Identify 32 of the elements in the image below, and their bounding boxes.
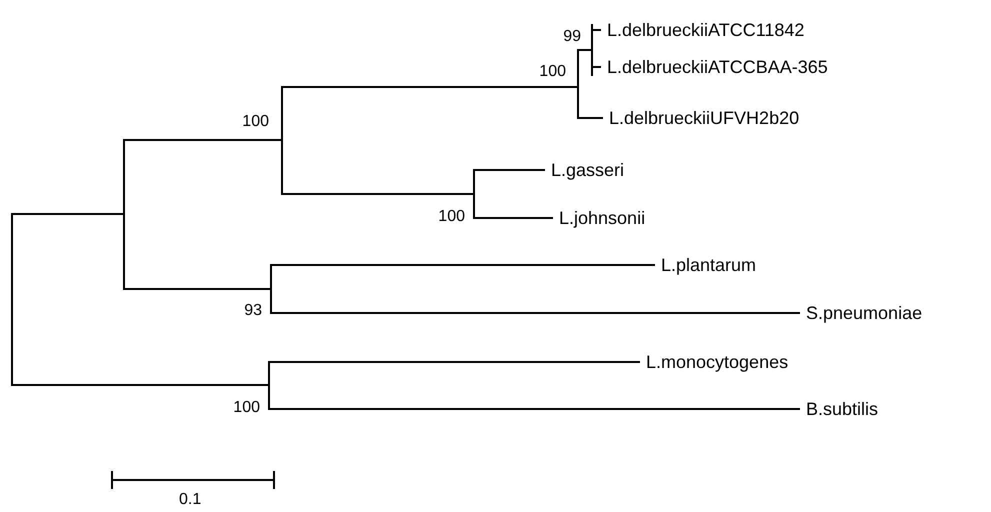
tree-branch xyxy=(270,408,800,410)
tree-branch xyxy=(593,29,601,31)
bootstrap-value: 100 xyxy=(539,63,566,81)
taxon-label: L.delbrueckiiUFVH2b20 xyxy=(603,107,800,129)
taxon-label: L.plantarum xyxy=(655,254,756,276)
tree-branch xyxy=(579,49,591,51)
taxon-label: L.johnsonii xyxy=(553,207,646,229)
tree-branch xyxy=(272,312,800,314)
taxon-label: L.delbrueckiiATCCBAA-365 xyxy=(601,56,828,78)
bootstrap-value: 99 xyxy=(563,28,581,46)
tree-branch xyxy=(13,213,123,215)
tree-branch xyxy=(270,361,640,363)
taxon-label: B.subtilis xyxy=(800,398,878,420)
taxon-label: L.gasseri xyxy=(545,159,624,181)
taxon-label: S.pneumoniae xyxy=(800,302,922,324)
bootstrap-value: 100 xyxy=(233,399,260,417)
bootstrap-value: 93 xyxy=(244,302,262,320)
tree-branch xyxy=(125,288,270,290)
tree-branch xyxy=(13,384,268,386)
tree-branch xyxy=(283,86,577,88)
tree-branch xyxy=(283,193,473,195)
tree-branch xyxy=(593,66,601,68)
bootstrap-value: 100 xyxy=(242,113,269,131)
scale-value: 0.1 xyxy=(179,491,202,509)
bootstrap-value: 100 xyxy=(438,208,465,226)
taxon-label: L.delbrueckiiATCC11842 xyxy=(601,19,804,41)
tree-branch xyxy=(272,264,655,266)
tree-branch xyxy=(475,217,553,219)
tree-branch xyxy=(125,139,281,141)
tree-branch xyxy=(579,117,603,119)
taxon-label: L.monocytogenes xyxy=(640,351,788,373)
tree-branch xyxy=(475,169,545,171)
